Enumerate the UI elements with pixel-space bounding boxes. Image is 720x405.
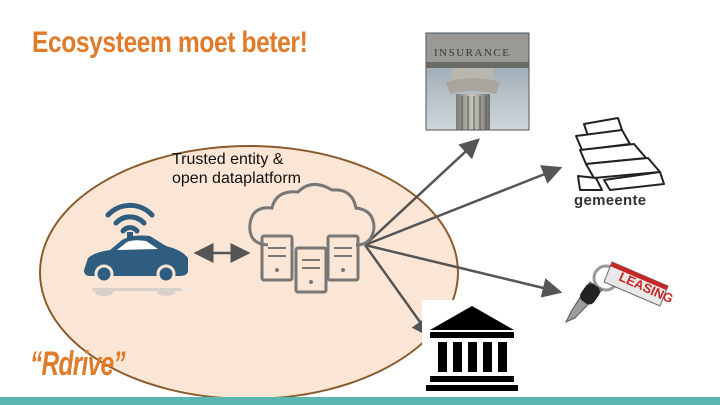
arrow-to-bank [363,244,432,339]
platform-caption: Trusted entity & open dataplatform [172,150,301,188]
insurance-sign-text: INSURANCE [434,47,510,59]
gemeente-label: gemeente [574,192,647,209]
rdrive-label: “Rdrive” [30,345,126,383]
footer-bar [0,397,720,405]
arrow-to-leasing [364,243,563,298]
slide-title: Ecosysteem moet beter! [32,26,308,59]
arrow-to-insurance [364,138,480,246]
caption-line-1: Trusted entity & [172,151,284,168]
arrow-to-gemeente [364,165,563,247]
caption-line-2: open dataplatform [172,170,301,187]
